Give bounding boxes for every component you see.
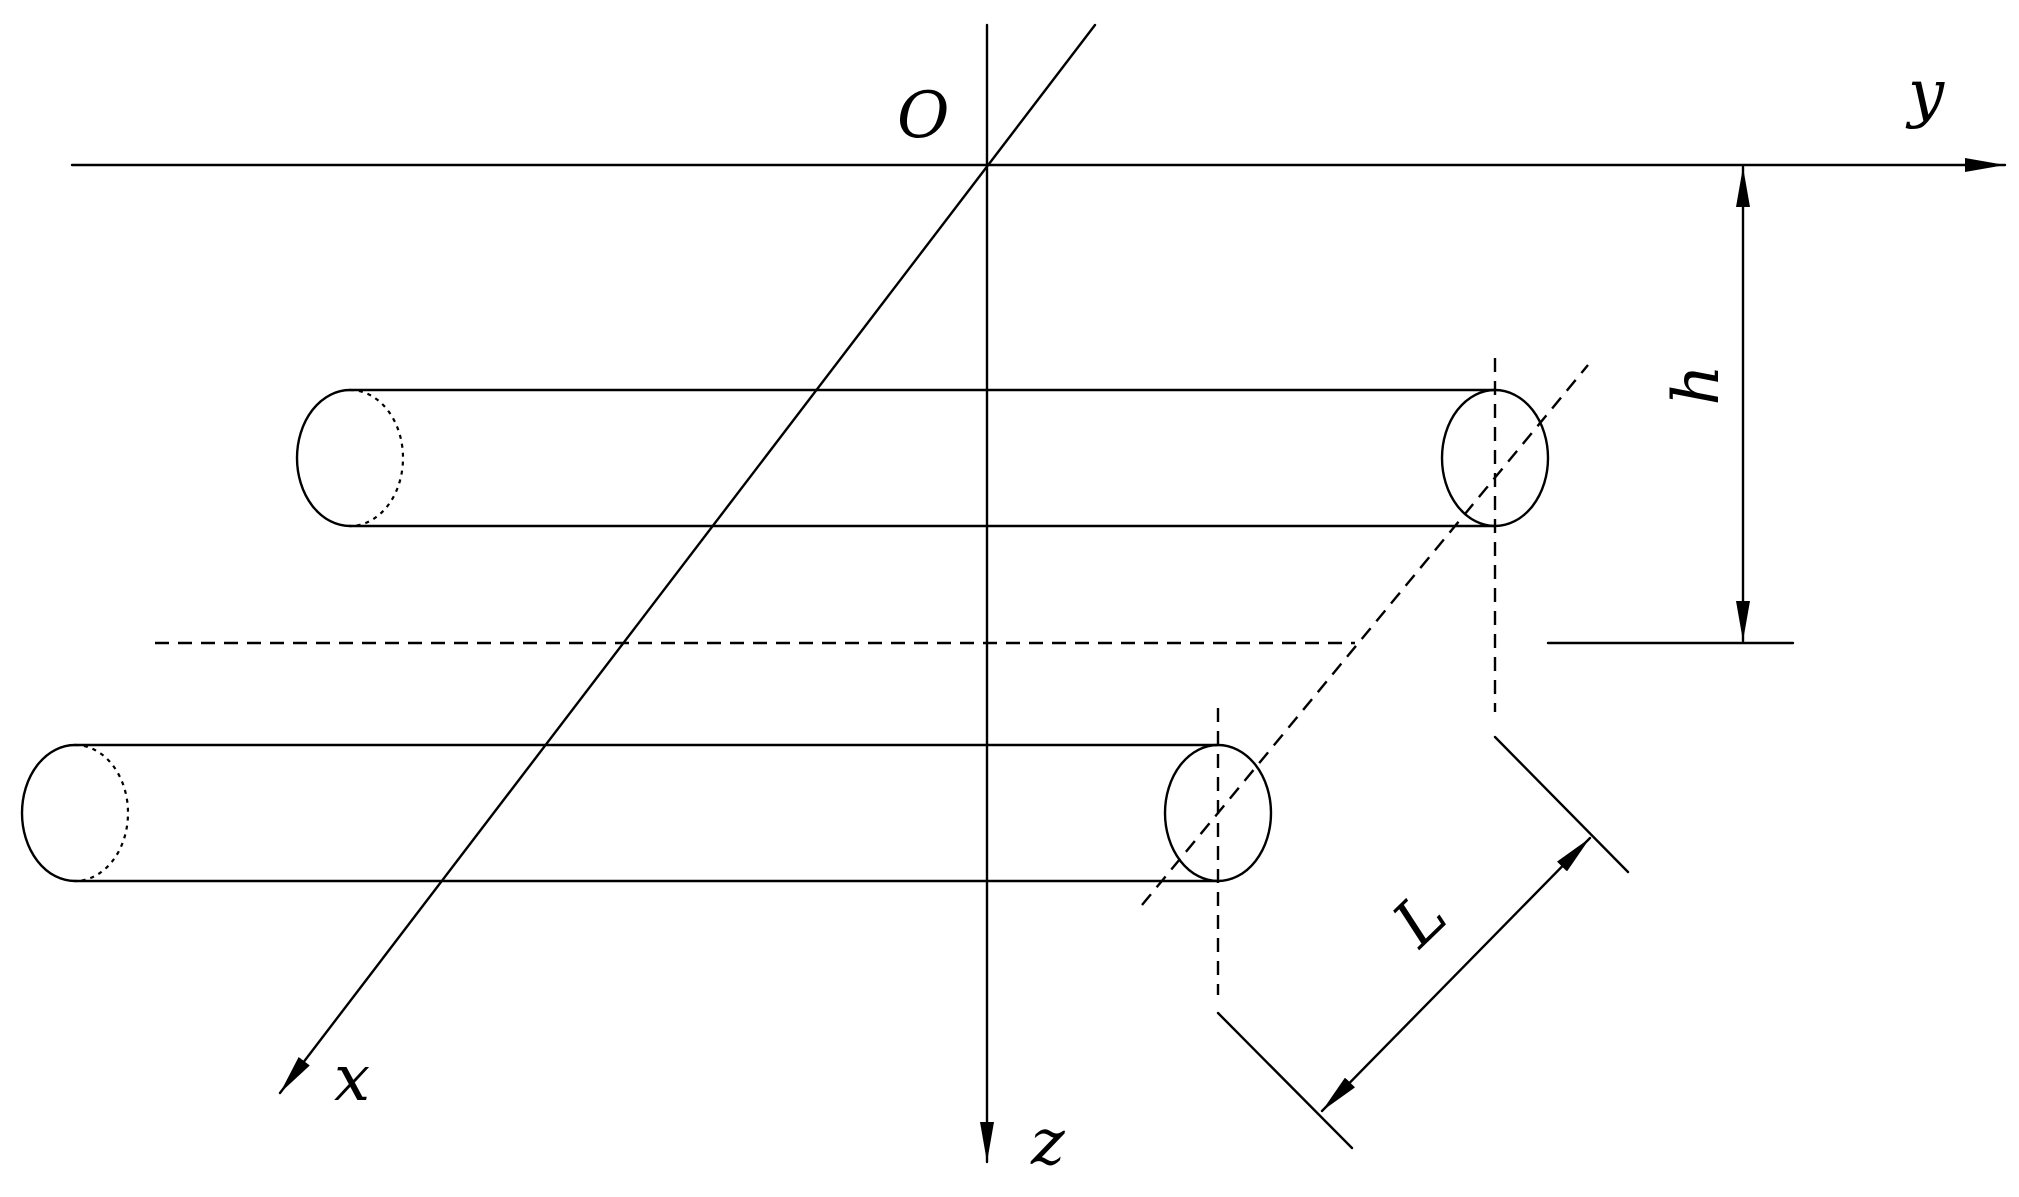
pipe-back-left-end — [295, 388, 352, 528]
pipe-front-left-hidden-edge — [74, 743, 130, 883]
l-dimension-arrow — [1320, 836, 1592, 1113]
dimension-l — [1216, 735, 1630, 1150]
construction-lines — [1141, 358, 1589, 995]
pipe-back-left-hidden-edge — [349, 388, 405, 528]
pipe-front — [20, 743, 1273, 883]
l-extension-back — [1493, 735, 1630, 874]
origin-label: O — [897, 79, 949, 153]
axes — [70, 23, 2007, 1164]
x-axis — [278, 23, 1097, 1095]
pipe-front-left-end — [20, 743, 77, 883]
l-label: L — [1379, 879, 1462, 962]
y-axis-label: y — [1905, 57, 1945, 131]
x-axis-label: x — [334, 1042, 370, 1116]
pipe-back — [295, 388, 1550, 528]
z-axis-label: z — [1030, 1106, 1066, 1180]
l-extension-front — [1216, 1011, 1354, 1150]
h-label: h — [1660, 364, 1734, 405]
pipe-centers-diagonal — [1141, 364, 1589, 906]
